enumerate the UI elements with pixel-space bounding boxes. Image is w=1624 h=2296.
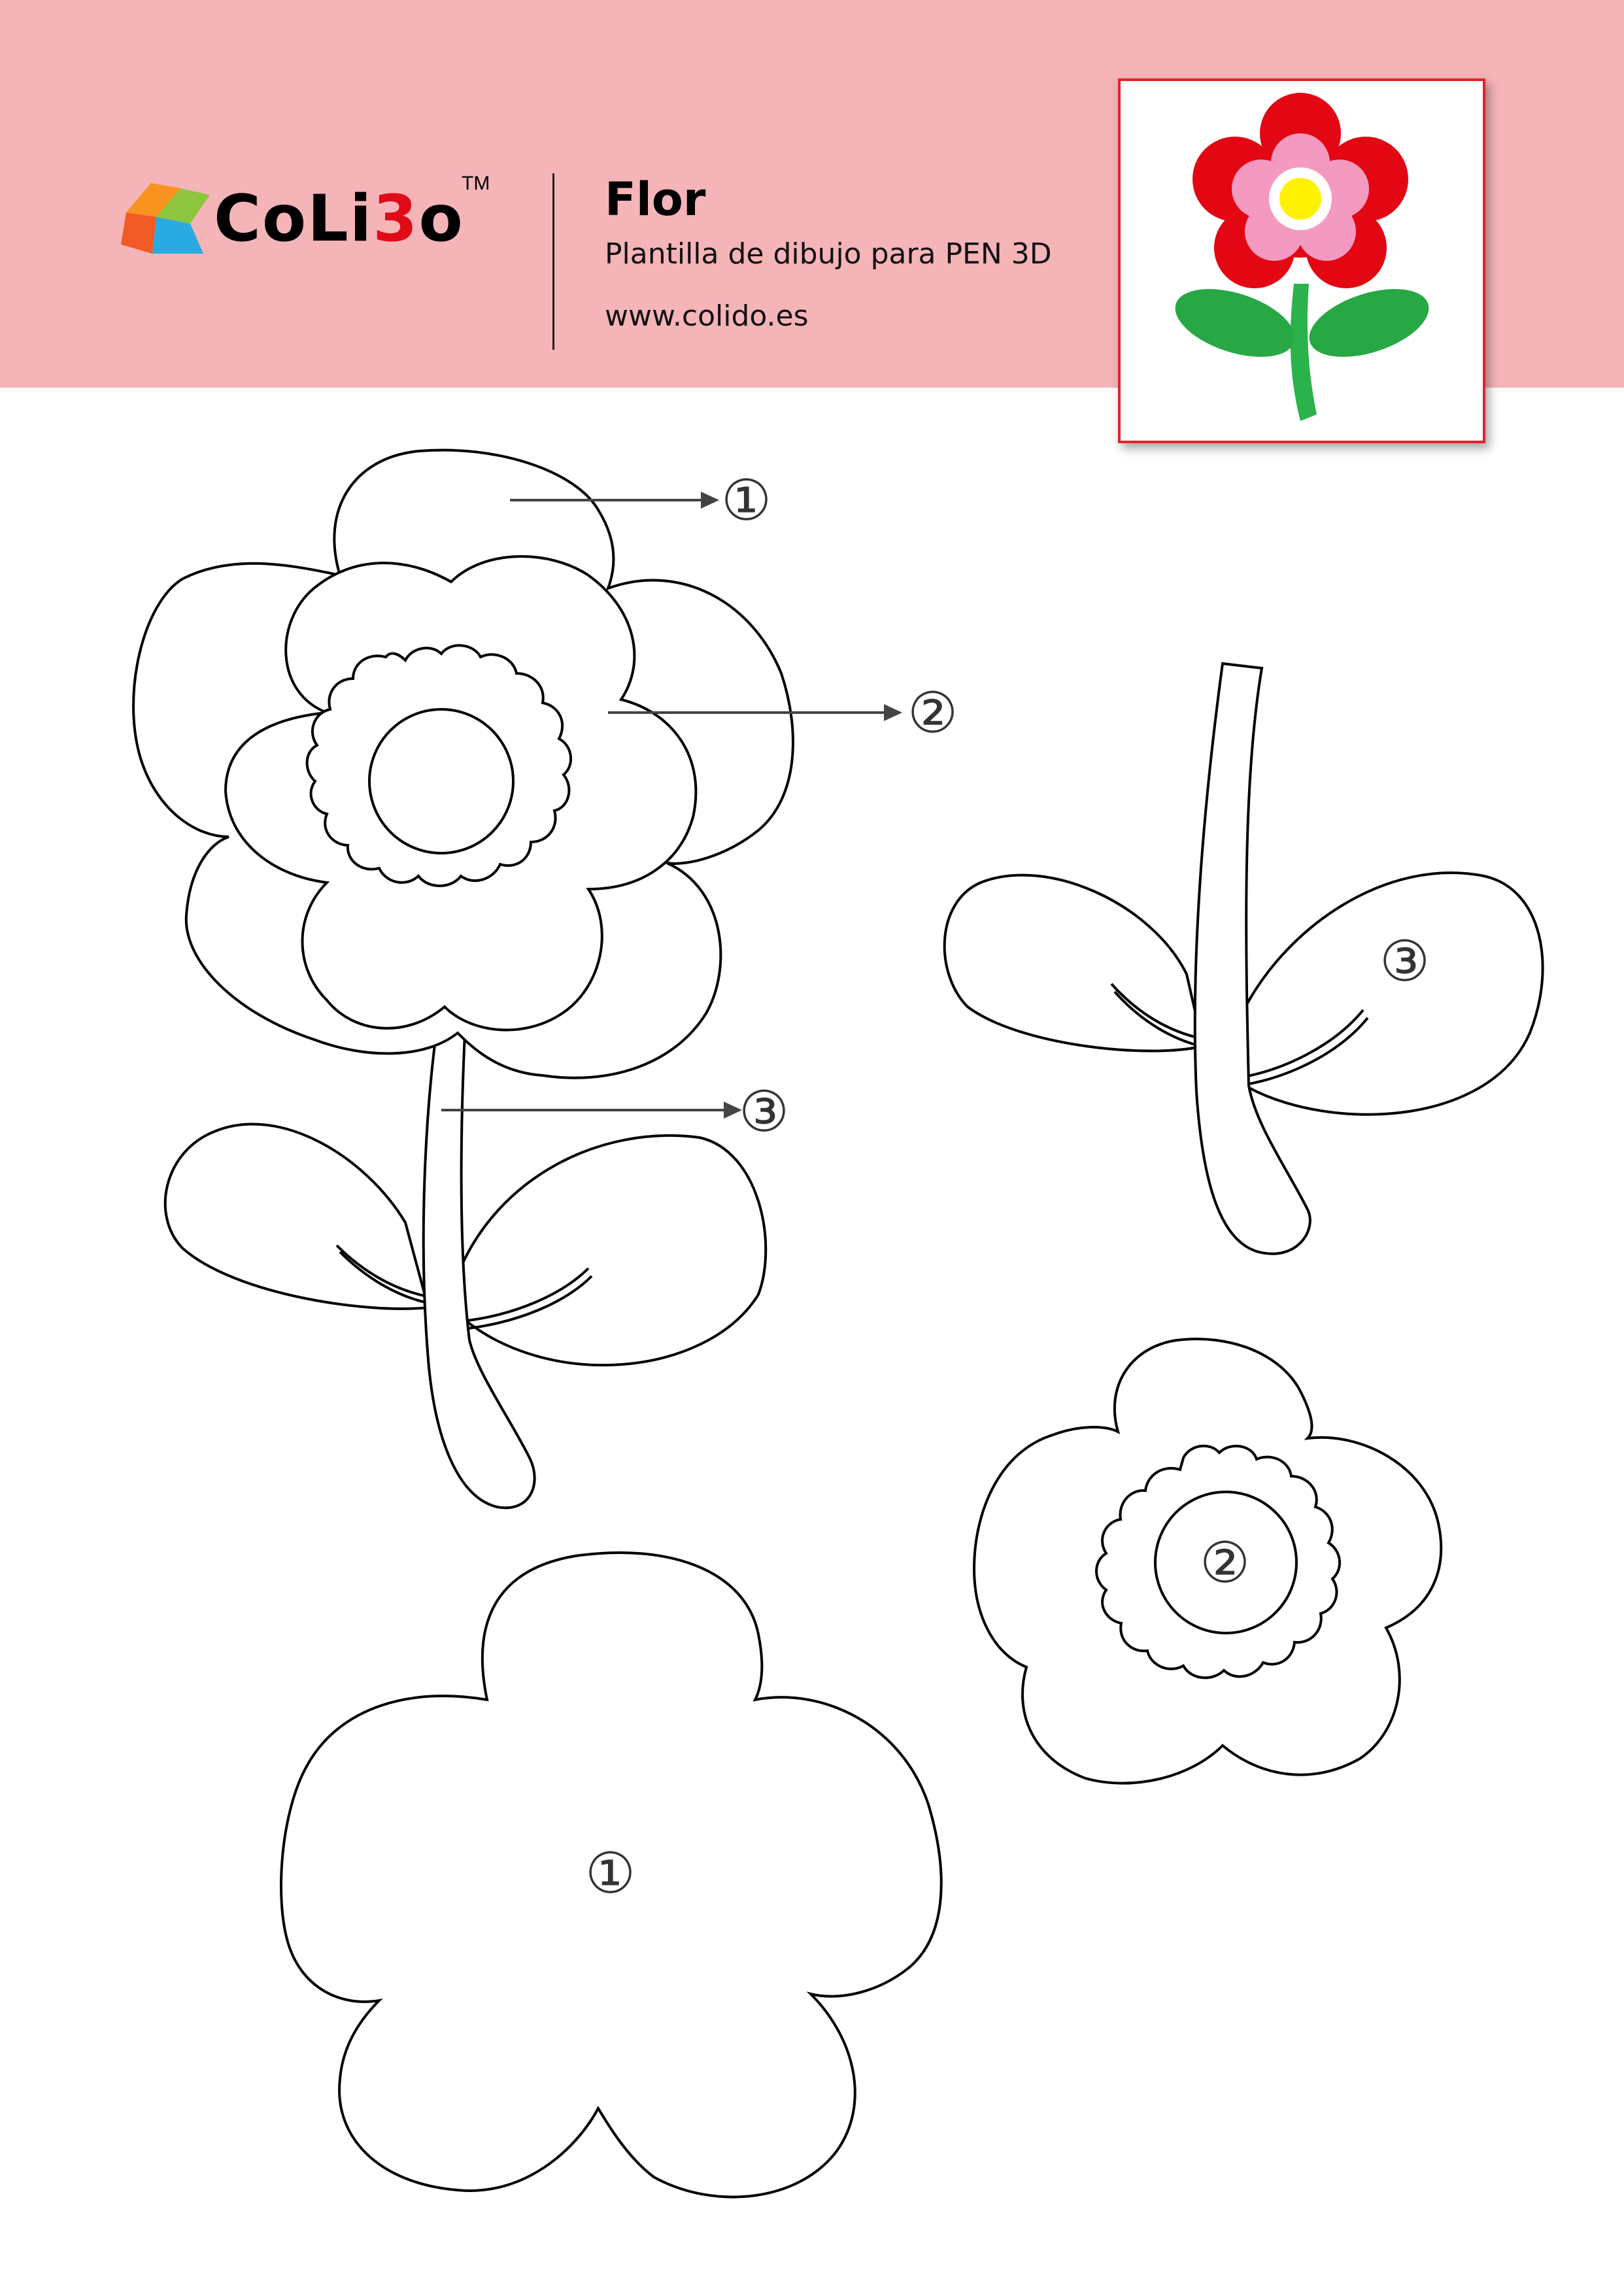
outer-petals-piece: ① (280, 1551, 943, 2199)
piece-outer-petals (280, 1551, 943, 2199)
colored-flower-icon (1175, 93, 1429, 421)
page-subtitle: Plantilla de dibujo para PEN 3D (605, 237, 1052, 271)
inner-petals-piece: ② (972, 1338, 1443, 1785)
leader-arrow-1 (510, 492, 719, 509)
trademark-mark: TM (462, 173, 490, 194)
assembled-stem (422, 1019, 536, 1510)
inner-petals-piece-label: ② (1200, 1530, 1250, 1596)
page-title: Flor (605, 173, 706, 226)
brand-wordmark: CoLi3o (214, 182, 464, 256)
callout-label-3: ③ (739, 1079, 789, 1145)
stem-leaves-piece: ③ (943, 662, 1544, 1255)
leader-arrow-2 (608, 704, 902, 721)
piece-center-circle (1154, 1491, 1298, 1634)
callout-label-2: ② (907, 681, 958, 746)
leader-arrow-3 (441, 1102, 742, 1119)
cube-logo-icon (121, 183, 210, 254)
assembled-left-leaf (163, 1123, 430, 1310)
stem-leaves-piece-label: ③ (1379, 929, 1430, 994)
header-divider (552, 173, 554, 350)
piece-left-leaf (943, 873, 1205, 1053)
brand-logo: CoLi3o TM (118, 173, 498, 268)
website-link[interactable]: www.colido.es (605, 299, 809, 333)
color-preview-thumbnail (1118, 78, 1485, 443)
assembled-flower: ① ② ③ (132, 448, 958, 1510)
callout-label-1: ① (721, 468, 771, 533)
assembled-right-leaf (449, 1134, 768, 1366)
assembled-center-circle (368, 708, 515, 854)
piece-stem (1193, 662, 1311, 1255)
outer-petals-piece-label: ① (585, 1841, 635, 1906)
